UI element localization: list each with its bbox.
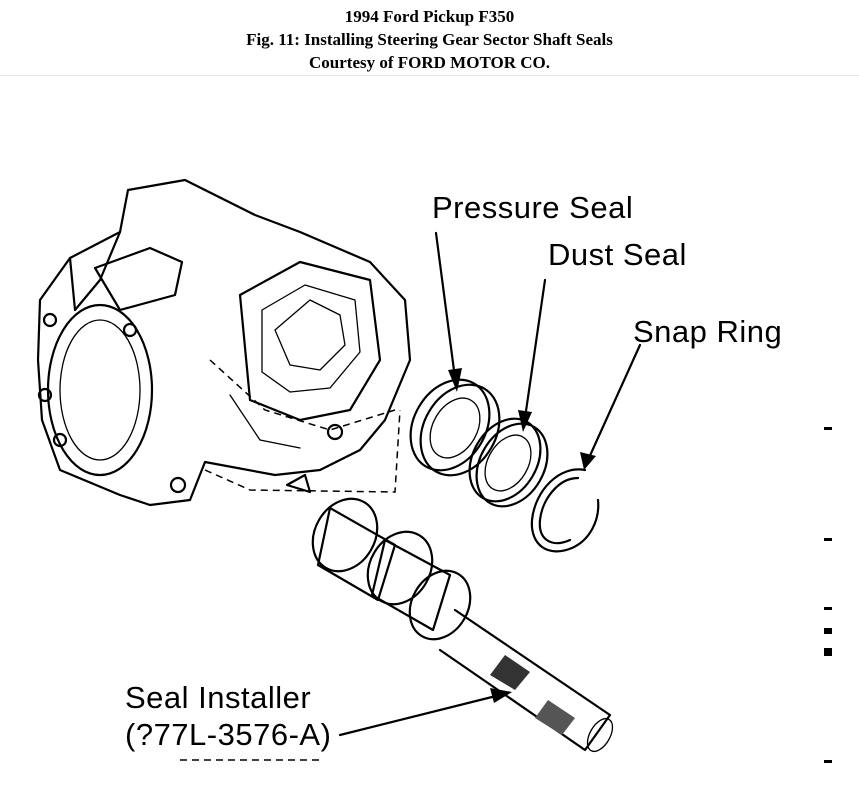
leader-arrows [338,231,642,737]
dust-seal-label: Dust Seal [548,237,687,272]
seal-installer-label: Seal Installer [125,680,311,715]
snap-ring [530,468,600,553]
steering-gear-housing [36,178,412,507]
dust-seal [468,417,549,508]
figure-header: 1994 Ford Pickup F350 Fig. 11: Installin… [0,0,859,76]
snap-ring-label: Snap Ring [633,314,782,349]
seal-installer-tool [311,497,614,753]
pressure-seal [409,378,501,477]
pressure-seal-label: Pressure Seal [432,190,633,225]
seal-installer-part-number: (?77L-3576-A) [125,717,331,752]
margin-marks [180,427,832,763]
figure-caption: Fig. 11: Installing Steering Gear Sector… [246,30,613,49]
courtesy-line: Courtesy of FORD MOTOR CO. [309,53,550,72]
vehicle-title: 1994 Ford Pickup F350 [344,7,515,26]
